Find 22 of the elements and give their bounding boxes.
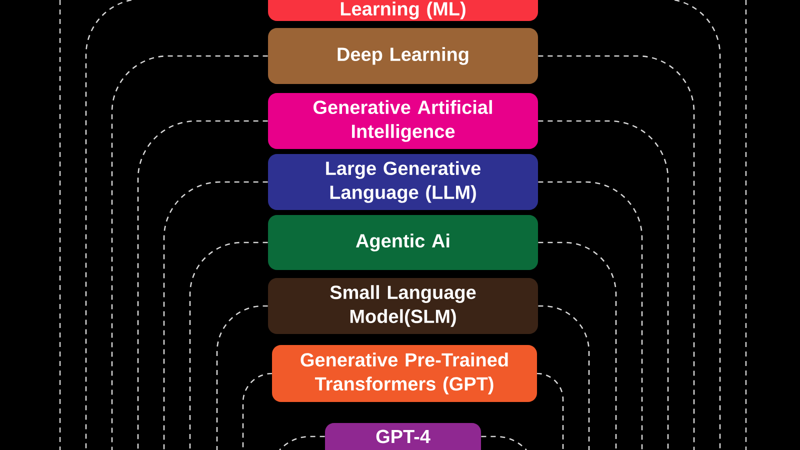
dashed-connector: [279, 436, 325, 450]
dashed-connector: [216, 305, 268, 450]
dashed-connector: [242, 372, 273, 450]
rounded-box: GPT-4: [325, 423, 481, 450]
dashed-connector: [111, 55, 268, 450]
rounded-box: Generative Artificial Intelligence: [268, 93, 538, 149]
rounded-box: Agentic Ai: [268, 215, 538, 270]
dashed-connector: [538, 120, 669, 450]
dashed-connector: [163, 181, 268, 450]
dashed-connector: [189, 242, 268, 450]
rounded-box: Small Language Model(SLM): [268, 278, 538, 334]
dashed-connector: [137, 120, 268, 450]
rounded-box: Generative Pre-Trained Transformers (GPT): [272, 345, 537, 402]
rounded-box: Large Generative Language (LLM): [268, 154, 538, 210]
rounded-box: Deep Learning: [268, 28, 538, 84]
dashed-connector: [538, 305, 590, 450]
dashed-connector: [538, 242, 617, 450]
dashed-connector: [538, 55, 695, 450]
rounded-box: Learning (ML): [268, 0, 538, 21]
dashed-connector: [538, 181, 643, 450]
dashed-connector: [481, 436, 527, 450]
dashed-connector: [536, 372, 564, 450]
